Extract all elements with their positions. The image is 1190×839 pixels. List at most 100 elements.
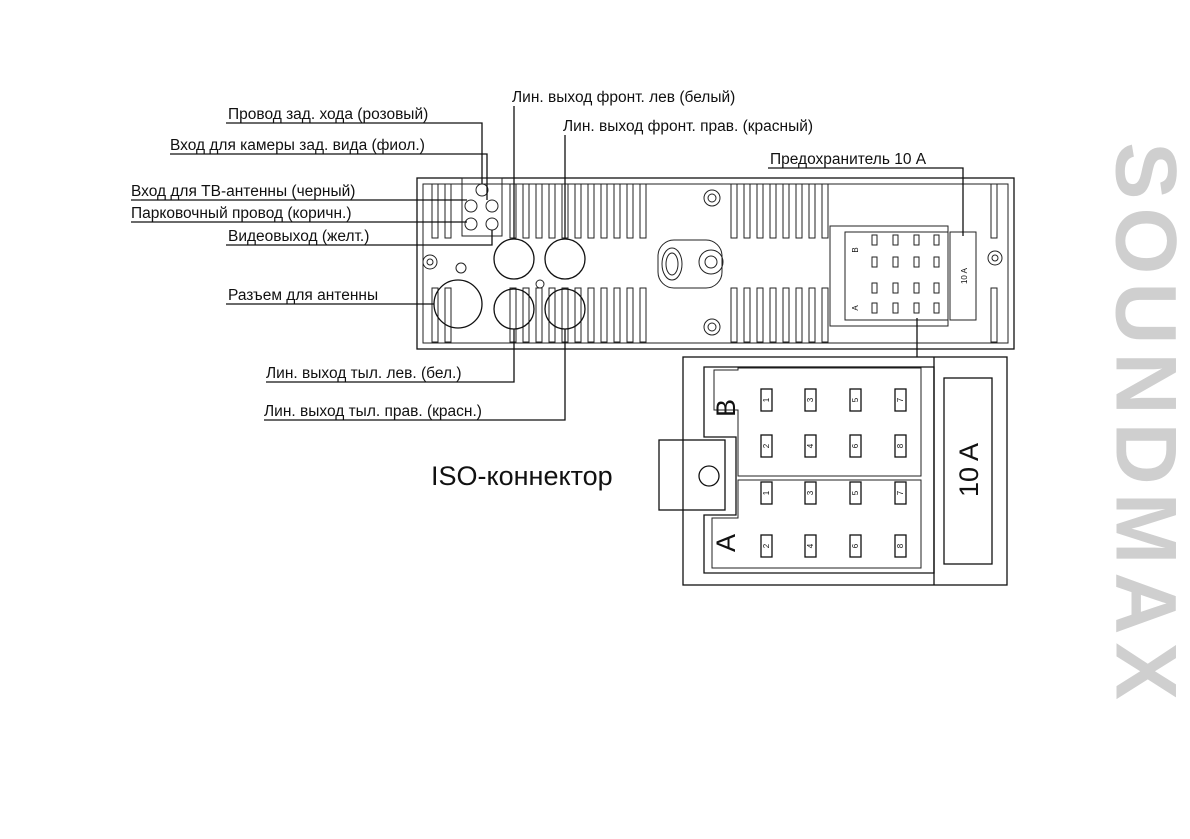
iso-pin-number: 2 (762, 543, 771, 548)
iso-pin (760, 388, 773, 412)
label-rear-right: Лин. выход тыл. прав. (красн.) (264, 403, 482, 420)
fuse-rating-label: 10 A (954, 443, 984, 497)
label-reverse-wire: Провод зад. хода (розовый) (228, 106, 428, 123)
iso-pin-number: 4 (806, 543, 815, 548)
iso-pin (849, 481, 862, 505)
mini-pin (913, 302, 920, 314)
iso-pin-number: 8 (896, 443, 905, 448)
fin-upper (600, 183, 608, 239)
iso-pin (894, 534, 907, 558)
iso-pin-number: 3 (806, 490, 815, 495)
label-parking-wire: Парковочный провод (коричн.) (131, 205, 351, 222)
iso-pin-number: 5 (851, 397, 860, 402)
fin-upper (795, 183, 803, 239)
mini-pin (892, 282, 899, 294)
iso-pin-number: 1 (762, 397, 771, 402)
label-fuse: Предохранитель 10 А (770, 151, 927, 168)
label-video-out: Видеовыход (желт.) (228, 228, 369, 245)
iso-pin (849, 534, 862, 558)
label-rear-left: Лин. выход тыл. лев. (бел.) (266, 365, 461, 382)
fin-lower (730, 287, 738, 343)
fin-lower (782, 287, 790, 343)
fin-upper (808, 183, 816, 239)
iso-pin (894, 481, 907, 505)
label-rear-camera: Вход для камеры зад. вида (фиол.) (170, 137, 425, 154)
mini-pin (913, 256, 920, 268)
label-antenna-connector: Разъем для антенны (228, 287, 378, 304)
svg-text:B: B (851, 247, 860, 252)
iso-pin-number: 6 (851, 443, 860, 448)
fin-lower (639, 287, 647, 343)
mini-pin (933, 282, 940, 294)
iso-pin (760, 534, 773, 558)
fin-upper (769, 183, 777, 239)
heatsink-fins (431, 183, 998, 343)
fin-lower (821, 287, 829, 343)
fin-upper (782, 183, 790, 239)
fin-upper (509, 183, 517, 239)
fin-upper (743, 183, 751, 239)
mini-pin (871, 282, 878, 294)
fin-lower (808, 287, 816, 343)
fin-lower (756, 287, 764, 343)
mini-pin (892, 256, 899, 268)
mini-pin (913, 234, 920, 246)
head-unit-rear-panel: B A 10 A (416, 177, 1015, 350)
iso-pin (804, 434, 817, 458)
fin-upper (613, 183, 621, 239)
mini-pin (871, 256, 878, 268)
fin-lower (548, 287, 556, 343)
mini-fuse-label: 10 A (960, 267, 969, 284)
mini-pin (913, 282, 920, 294)
fin-lower (509, 287, 517, 343)
fin-lower (574, 287, 582, 343)
fin-lower (795, 287, 803, 343)
fin-lower (990, 287, 998, 343)
fin-upper (990, 183, 998, 239)
iso-pin-number: 6 (851, 543, 860, 548)
mini-pin (892, 302, 899, 314)
label-tv-antenna: Вход для ТВ-антенны (черный) (131, 183, 355, 200)
mini-pin (933, 302, 940, 314)
brand-watermark: SOUNDMAX (1098, 70, 1190, 780)
fin-upper (535, 183, 543, 239)
callout-labels: Провод зад. хода (розовый) Вход для каме… (131, 89, 927, 491)
iso-pin (760, 434, 773, 458)
iso-pin-number: 1 (762, 490, 771, 495)
iso-pin-number: 2 (762, 443, 771, 448)
fin-lower (587, 287, 595, 343)
fin-upper (522, 183, 530, 239)
fin-lower (444, 287, 452, 343)
iso-pin (760, 481, 773, 505)
iso-pin (894, 434, 907, 458)
fin-upper (821, 183, 829, 239)
fin-lower (600, 287, 608, 343)
fin-lower (522, 287, 530, 343)
iso-pin-number: 8 (896, 543, 905, 548)
iso-pin (894, 388, 907, 412)
fin-upper (756, 183, 764, 239)
mini-pin (871, 234, 878, 246)
iso-pin-number: 4 (806, 443, 815, 448)
fin-lower (613, 287, 621, 343)
block-a-label: A (711, 534, 741, 552)
fin-lower (431, 287, 439, 343)
iso-pin-number: 5 (851, 490, 860, 495)
block-b-label: B (711, 399, 741, 417)
mini-pin (933, 234, 940, 246)
fin-upper (548, 183, 556, 239)
leader-lines (131, 106, 964, 421)
iso-pin (849, 434, 862, 458)
label-iso-connector: ISO-коннектор (431, 461, 613, 491)
mini-iso-pins (871, 234, 940, 314)
fin-lower (743, 287, 751, 343)
fin-lower (626, 287, 634, 343)
fin-upper (639, 183, 647, 239)
iso-pin (804, 388, 817, 412)
label-front-right: Лин. выход фронт. прав. (красный) (563, 118, 813, 135)
fin-upper (444, 183, 452, 239)
iso-pin-number: 7 (896, 397, 905, 402)
